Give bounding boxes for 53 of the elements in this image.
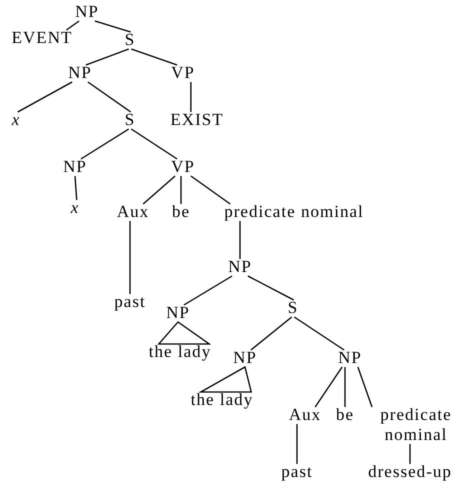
tree-branch <box>294 316 344 351</box>
tree-label: predicate nominal <box>224 202 364 222</box>
tree-label: NP <box>166 303 190 323</box>
triangle-branch <box>157 321 212 345</box>
tree-label: NP <box>338 348 362 368</box>
tree-label: VP <box>171 157 195 177</box>
tree-branch <box>190 175 231 205</box>
triangle-branch <box>198 366 252 393</box>
tree-branch <box>129 221 131 294</box>
tree-label: NP <box>228 257 252 277</box>
tree-branch <box>86 48 129 66</box>
tree-label: NP <box>75 2 99 22</box>
tree-label: past <box>114 292 146 312</box>
tree-label: x <box>70 198 80 218</box>
tree-label: past <box>281 462 313 482</box>
tree-label: predicate nominal <box>366 405 466 445</box>
tree-label: x <box>12 110 20 130</box>
tree-branch <box>357 366 373 408</box>
tree-branch <box>190 82 192 112</box>
tree-branch <box>344 367 346 407</box>
tree-branch <box>88 81 132 113</box>
tree-label: be <box>172 202 190 222</box>
tree-branch <box>248 275 294 301</box>
tree-label: EXIST <box>170 110 224 130</box>
tree-branch <box>131 48 178 66</box>
tree-branch <box>130 128 178 160</box>
tree-branch <box>17 81 72 113</box>
tree-branch <box>239 221 241 259</box>
tree-branch <box>80 128 130 160</box>
tree-branch <box>250 316 292 350</box>
tree-label: NP <box>68 63 92 83</box>
tree-branch <box>142 176 176 204</box>
tree-label: NP <box>233 348 257 368</box>
tree-branch <box>409 444 411 464</box>
tree-label: Aux <box>116 202 150 222</box>
tree-label: EVENT <box>12 28 72 48</box>
tree-label: VP <box>171 63 195 83</box>
tree-label: S <box>124 110 136 130</box>
tree-label: dressed-up <box>368 462 452 482</box>
tree-branch <box>296 424 298 464</box>
tree-branch <box>66 20 80 31</box>
tree-branch <box>74 176 78 200</box>
tree-label: the lady <box>190 390 254 410</box>
tree-branch <box>180 176 182 204</box>
tree-label: S <box>288 298 298 318</box>
tree-label: be <box>336 405 354 425</box>
tree-label: S <box>124 30 136 50</box>
tree-label: Aux <box>288 405 322 425</box>
tree-branch <box>314 366 343 408</box>
tree-label: the lady <box>148 342 212 362</box>
tree-branch <box>94 20 131 33</box>
tree-branch <box>184 275 232 306</box>
tree-label: NP <box>63 157 87 177</box>
